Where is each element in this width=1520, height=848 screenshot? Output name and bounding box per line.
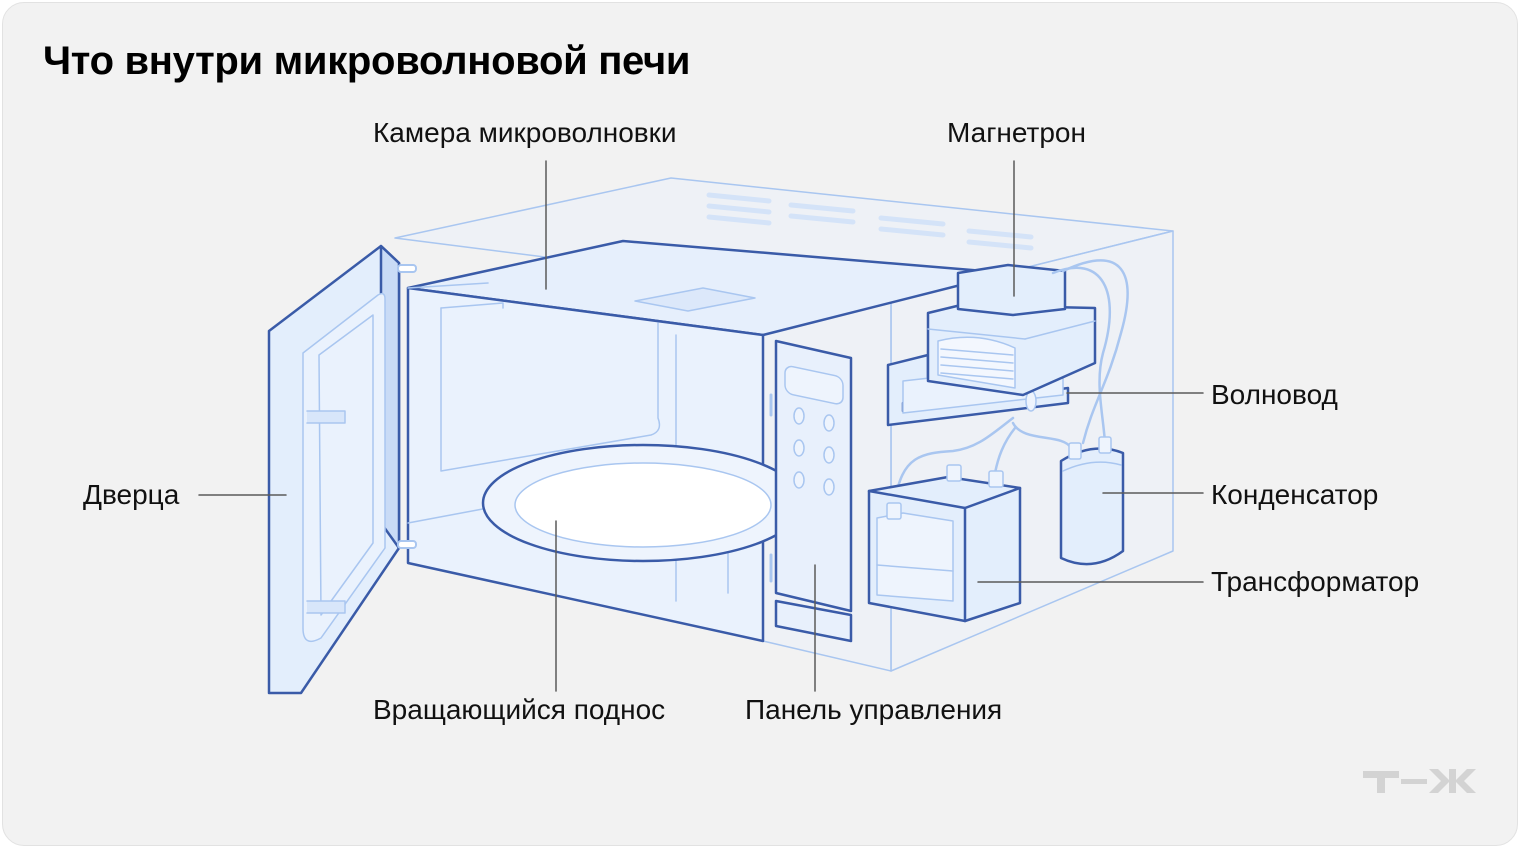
label-control-panel: Панель управления (745, 694, 1003, 725)
magnetron-fins (927, 320, 1096, 389)
leader-lines (198, 160, 1204, 692)
label-door: Дверца (83, 479, 180, 510)
door-window (302, 292, 386, 643)
chamber-inner-lines (407, 282, 756, 602)
label-chamber: Камера микроволновки (373, 117, 677, 148)
microwave-illustration (198, 160, 1204, 695)
label-waveguide: Волновод (1211, 379, 1338, 410)
hinges (397, 264, 417, 549)
label-magnetron: Магнетрон (947, 117, 1086, 148)
transformer-coil (876, 464, 1004, 602)
wires (893, 259, 1129, 505)
vent-slots (706, 192, 1034, 251)
label-capacitor: Конденсатор (1211, 479, 1379, 510)
tzh-logo-icon (1363, 769, 1476, 793)
capacitor (1059, 436, 1125, 566)
control-panel (774, 339, 853, 643)
label-turntable: Вращающийся поднос (373, 694, 666, 725)
turntable (481, 443, 805, 563)
label-transformer: Трансформатор (1211, 566, 1420, 597)
page-title: Что внутри микроволновой печи (43, 39, 691, 83)
control-panel-buttons (784, 365, 844, 496)
